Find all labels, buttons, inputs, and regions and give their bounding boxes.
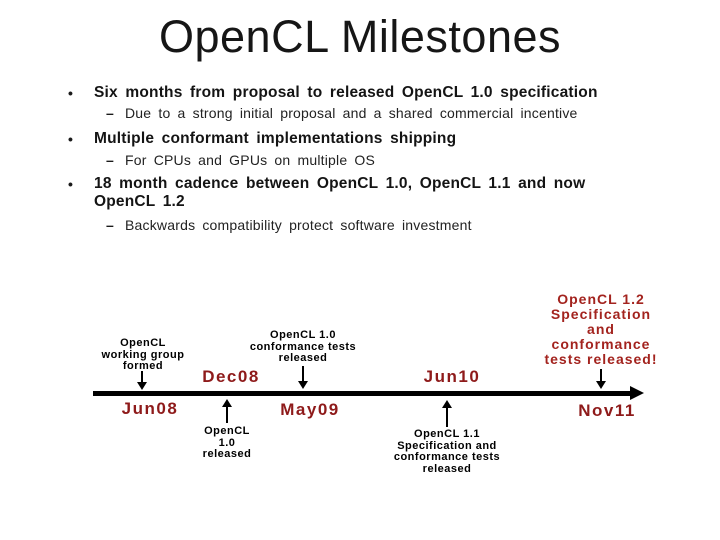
bullet-item-2: • Multiple conformant implementations sh… xyxy=(68,130,708,148)
date-dec08: Dec08 xyxy=(202,367,260,386)
timeline-axis-arrowhead-icon xyxy=(630,386,644,400)
slide-title: OpenCL Milestones xyxy=(158,11,562,62)
sub-bullet-text: Backwards compatibility protect software… xyxy=(125,217,472,233)
label-spec12-released: OpenCL 1.2 Specification and conformance… xyxy=(544,291,658,367)
label-conformance-tests-10: OpenCL 1.0 conformance tests released xyxy=(249,329,357,364)
dash-marker: – xyxy=(106,217,114,233)
sub-bullet-text: For CPUs and GPUs on multiple OS xyxy=(125,152,376,168)
date-jun10: Jun10 xyxy=(423,367,481,386)
bullet-text: Multiple conformant implementations ship… xyxy=(94,130,457,147)
bullet-item-1: • Six months from proposal to released O… xyxy=(68,84,708,102)
bullet-marker: • xyxy=(68,176,73,192)
sub-bullet-item-1: – Due to a strong initial proposal and a… xyxy=(106,105,706,122)
bullet-marker: • xyxy=(68,85,73,101)
bullet-text: Six months from proposal to released Ope… xyxy=(94,84,598,101)
date-jun08: Jun08 xyxy=(121,399,179,418)
bullet-text: 18 month cadence between OpenCL 1.0, Ope… xyxy=(94,175,586,210)
label-opencl10-released: OpenCL 1.0 released xyxy=(202,425,252,460)
bullet-item-3: • 18 month cadence between OpenCL 1.0, O… xyxy=(68,175,708,211)
date-may09: May09 xyxy=(280,400,340,419)
label-working-group-formed: OpenCL working group formed xyxy=(101,337,185,372)
sub-bullet-item-3: – Backwards compatibility protect softwa… xyxy=(106,217,706,234)
label-spec11-released: OpenCL 1.1 Specification and conformance… xyxy=(393,428,501,475)
sub-bullet-text: Due to a strong initial proposal and a s… xyxy=(125,105,578,121)
bullet-marker: • xyxy=(68,131,73,147)
sub-bullet-item-2: – For CPUs and GPUs on multiple OS xyxy=(106,152,706,169)
dash-marker: – xyxy=(106,105,114,121)
date-nov11: Nov11 xyxy=(578,401,636,420)
timeline-axis xyxy=(93,391,632,396)
dash-marker: – xyxy=(106,152,114,168)
